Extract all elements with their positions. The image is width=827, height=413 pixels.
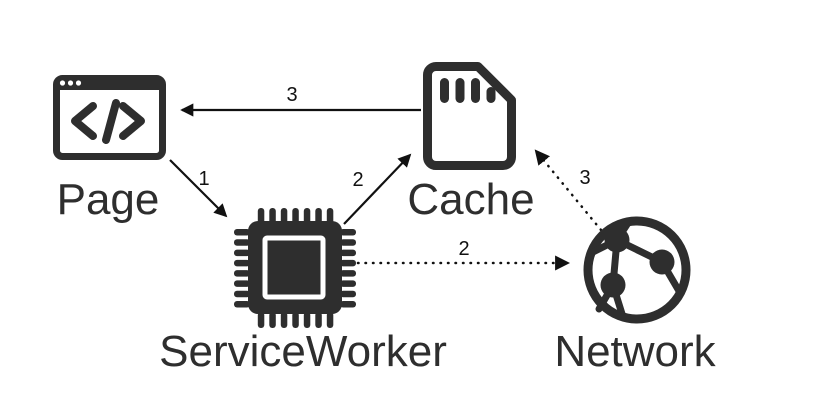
cpu-chip-icon [234,208,356,328]
browser-titlebar [56,78,163,90]
cpu-pins [234,208,356,328]
node-label-page: Page [56,175,160,224]
window-dot-icon [59,80,66,86]
edge-label-1: 1 [198,168,210,190]
node-label-network: Network [554,327,716,376]
edge-label-2-dotted: 2 [458,238,470,260]
sd-card-icon [423,62,516,170]
arrow-page-to-serviceworker [169,159,228,218]
sd-card-pins [440,78,496,103]
window-dot-icon [75,80,82,86]
globe-nodes [600,227,675,298]
browser-code-icon [53,75,166,160]
node-label-serviceworker: ServiceWorker [159,327,447,376]
node-label-cache: Cache [407,175,535,224]
window-dot-icon [67,80,74,86]
edge-label-3-dotted: 3 [579,167,591,189]
edge-label-3-solid: 3 [286,84,298,106]
cpu-core [262,235,326,300]
arrow-serviceworker-to-cache [343,153,412,225]
edge-label-2-solid: 2 [352,169,364,191]
code-glyph [71,99,145,144]
globe-network-icon [583,216,691,324]
